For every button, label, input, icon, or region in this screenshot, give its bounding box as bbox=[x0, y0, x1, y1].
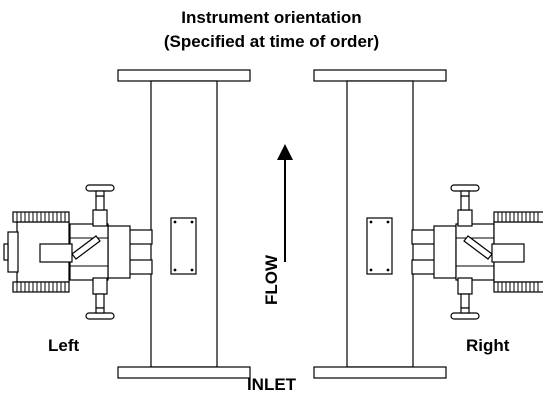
left-bottom-flange bbox=[117, 366, 251, 379]
right-top-flange bbox=[313, 69, 447, 82]
left-process-tube-upper bbox=[127, 229, 153, 245]
left-nameplate-screws bbox=[173, 220, 194, 272]
left-bottom-valve-stem bbox=[95, 293, 105, 309]
right-bottom-flange bbox=[313, 366, 447, 379]
left-equalizer-valve bbox=[71, 235, 101, 260]
right-bottom-valve-stem bbox=[460, 293, 470, 309]
left-process-tube-lower bbox=[127, 259, 153, 275]
right-nameplate-screws bbox=[369, 220, 390, 272]
right-top-valve-handle bbox=[450, 184, 480, 192]
left-top-valve-handle bbox=[85, 184, 115, 192]
left-bottom-cap-fins bbox=[16, 282, 66, 292]
right-flow-body bbox=[313, 69, 447, 379]
right-top-valve-body bbox=[457, 209, 473, 227]
right-equalizer-valve bbox=[463, 235, 493, 260]
left-display-window bbox=[39, 243, 73, 263]
left-top-flange bbox=[117, 69, 251, 82]
diagram-title-line1: Instrument orientation bbox=[181, 8, 362, 27]
right-top-valve-stem bbox=[460, 195, 470, 211]
left-orientation-label: Left bbox=[48, 336, 80, 355]
right-bottom-valve-handle bbox=[450, 312, 480, 320]
diagram-title-line2: (Specified at time of order) bbox=[163, 32, 380, 51]
left-top-valve-body bbox=[92, 209, 108, 227]
flow-label: FLOW bbox=[262, 254, 281, 305]
inlet-label: INLET bbox=[246, 375, 297, 394]
right-transmitter bbox=[411, 184, 543, 320]
left-top-valve-stem bbox=[95, 195, 105, 211]
right-bottom-valve-body bbox=[457, 277, 473, 295]
right-bottom-cap-fins bbox=[497, 282, 539, 292]
left-flow-body bbox=[117, 69, 251, 379]
right-process-tube-lower bbox=[411, 259, 437, 275]
left-bottom-valve-body bbox=[92, 277, 108, 295]
right-process-tube-upper bbox=[411, 229, 437, 245]
left-top-cap-fins bbox=[16, 212, 66, 222]
right-manifold-block bbox=[433, 225, 457, 279]
left-nameplate bbox=[170, 217, 197, 275]
right-nameplate bbox=[366, 217, 393, 275]
right-top-cap-fins bbox=[497, 212, 539, 222]
left-side-boss bbox=[7, 231, 19, 273]
flow-arrow bbox=[277, 144, 293, 262]
right-display-window bbox=[491, 243, 525, 263]
right-orientation-label: Right bbox=[466, 336, 510, 355]
left-manifold-block bbox=[107, 225, 131, 279]
left-bottom-valve-handle bbox=[85, 312, 115, 320]
left-transmitter bbox=[3, 184, 153, 320]
